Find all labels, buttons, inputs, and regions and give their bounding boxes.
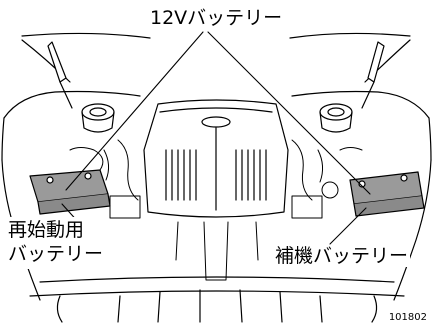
strut-tower-right: [319, 103, 353, 133]
figure-code: 101802: [388, 312, 427, 323]
label-12v-battery: 12Vバッテリー: [148, 7, 285, 29]
front-grille: [29, 276, 405, 323]
hood-strut-right: [361, 41, 385, 109]
label-restart-battery-line1: 再始動用: [8, 219, 85, 241]
hood-strut-left: [47, 41, 73, 109]
aux-battery-drawing: [349, 171, 425, 217]
label-restart-battery: 再始動用 バッテリー: [6, 217, 106, 269]
strut-tower-left: [81, 103, 115, 133]
label-aux-battery: 補機バッテリー: [273, 245, 411, 267]
engine-cover: [143, 99, 289, 218]
label-restart-battery-line2: バッテリー: [8, 242, 104, 265]
restart-battery-drawing: [29, 169, 111, 215]
